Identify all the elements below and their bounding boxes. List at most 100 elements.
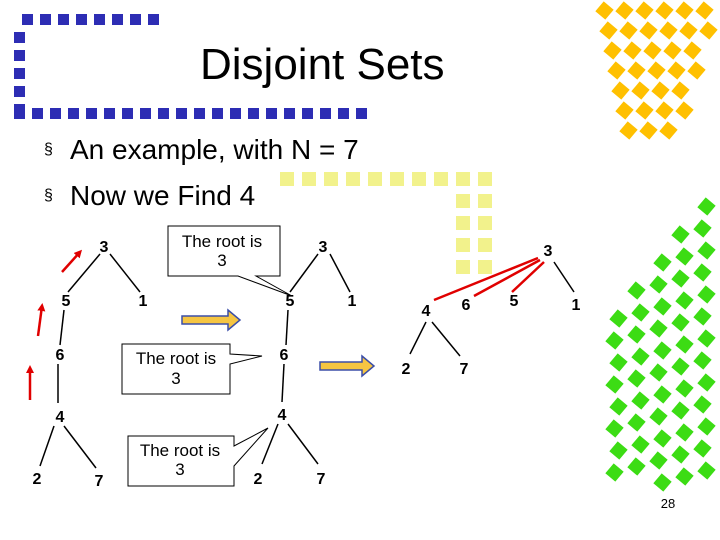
deco-square-green: [675, 291, 694, 310]
deco-square-orange: [659, 21, 678, 40]
deco-square-green: [605, 331, 624, 350]
deco-square-yellow: [456, 238, 470, 252]
deco-square-green: [675, 335, 694, 354]
deco-square-orange: [631, 81, 650, 100]
tree-node: 1: [572, 297, 581, 314]
deco-square-green: [671, 445, 690, 464]
deco-square-green: [693, 395, 712, 414]
tree-node: 2: [254, 471, 263, 488]
deco-square-yellow: [390, 172, 404, 186]
deco-square-green: [697, 285, 716, 304]
deco-square-green: [653, 297, 672, 316]
callout-box: [167, 225, 293, 297]
deco-square-green: [649, 363, 668, 382]
deco-square-blue: [14, 32, 25, 43]
deco-square-green: [693, 263, 712, 282]
tree-edge: [409, 321, 427, 355]
deco-square-orange: [687, 61, 706, 80]
deco-square-orange: [615, 101, 634, 120]
bullet-marker: §: [44, 187, 53, 204]
deco-square-orange: [659, 121, 678, 140]
tree-node: 2: [402, 361, 411, 378]
deco-square-blue: [86, 108, 97, 119]
deco-square-green: [605, 375, 624, 394]
deco-square-green: [693, 439, 712, 458]
deco-square-green: [649, 407, 668, 426]
deco-square-yellow: [280, 172, 294, 186]
deco-square-orange: [675, 1, 694, 20]
tree-edge: [261, 423, 279, 465]
deco-square-green: [627, 281, 646, 300]
tree-node: 3: [544, 243, 553, 260]
callout: The root is 3: [127, 427, 269, 487]
deco-square-blue: [356, 108, 367, 119]
tree-edge: [39, 425, 55, 467]
deco-square-yellow: [478, 238, 492, 252]
deco-square-green: [693, 219, 712, 238]
deco-square-green: [671, 269, 690, 288]
deco-square-blue: [68, 108, 79, 119]
deco-square-yellow: [434, 172, 448, 186]
deco-square-green: [649, 451, 668, 470]
deco-square-yellow: [456, 216, 470, 230]
callout-text: The root is: [140, 441, 220, 460]
tree-node: 4: [278, 407, 287, 424]
tree-left: 3 5 1 6 4 2 7: [26, 239, 148, 490]
deco-square-blue: [104, 108, 115, 119]
deco-square-green: [649, 275, 668, 294]
tree-node: 7: [460, 361, 469, 378]
deco-square-yellow: [456, 194, 470, 208]
deco-square-blue: [14, 68, 25, 79]
tree-node: 5: [510, 293, 519, 310]
tree-edge: [289, 253, 319, 293]
deco-square-orange: [611, 81, 630, 100]
deco-square-orange: [639, 21, 658, 40]
deco-square-yellow: [302, 172, 316, 186]
path-arrow: [61, 249, 83, 273]
tree-node: 6: [462, 297, 471, 314]
tree-edge: [59, 309, 65, 346]
deco-square-green: [697, 329, 716, 348]
tree-node: 1: [139, 293, 148, 310]
tree-node: 3: [100, 239, 109, 256]
deco-square-blue: [302, 108, 313, 119]
tree-edge: [553, 261, 575, 293]
deco-square-green: [627, 369, 646, 388]
deco-square-blue: [148, 14, 159, 25]
tree-node: 4: [56, 409, 65, 426]
deco-square-orange: [595, 1, 614, 20]
deco-square-orange: [615, 1, 634, 20]
deco-square-orange: [655, 1, 674, 20]
deco-square-green: [649, 319, 668, 338]
deco-square-green: [675, 467, 694, 486]
tree-edge: [431, 321, 461, 357]
deco-square-green: [653, 385, 672, 404]
deco-square-green: [609, 441, 628, 460]
deco-square-blue: [40, 14, 51, 25]
deco-square-yellow: [324, 172, 338, 186]
deco-square-orange: [623, 41, 642, 60]
deco-square-blue: [76, 14, 87, 25]
deco-square-blue: [22, 14, 33, 25]
tree-node: 2: [33, 471, 42, 488]
deco-square-blue: [140, 108, 151, 119]
deco-square-orange: [683, 41, 702, 60]
tree-edge: [281, 363, 285, 403]
callout-text: The root is: [136, 349, 216, 368]
callout-text: 3: [175, 460, 184, 479]
tree-edge: [287, 423, 319, 465]
tree-node: 3: [319, 239, 328, 256]
deco-square-orange: [695, 1, 714, 20]
tree-node: 6: [56, 347, 65, 364]
deco-square-green: [653, 253, 672, 272]
deco-square-blue: [14, 86, 25, 97]
deco-square-orange: [619, 121, 638, 140]
deco-square-blue: [32, 108, 43, 119]
deco-square-green: [627, 325, 646, 344]
tree-node: 7: [317, 471, 326, 488]
deco-square-green: [609, 353, 628, 372]
deco-square-orange: [679, 21, 698, 40]
callout-text: The root is: [182, 232, 262, 251]
